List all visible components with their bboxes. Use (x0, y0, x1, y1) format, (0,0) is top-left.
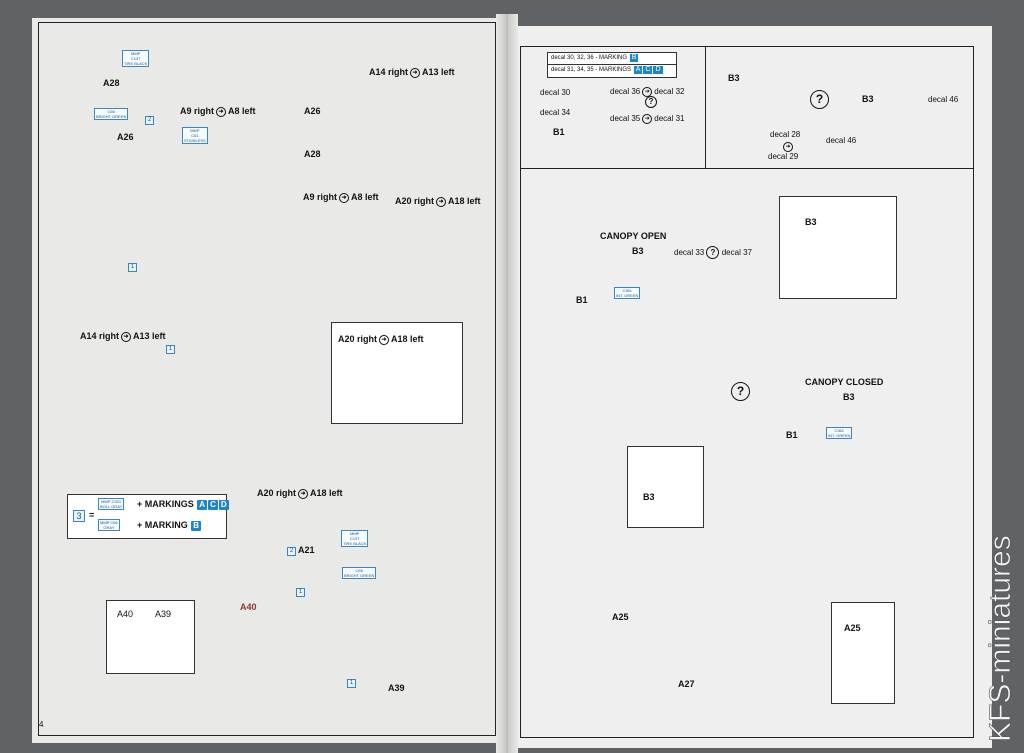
label-decal33-37: decal 33 ? decal 37 (674, 246, 752, 259)
question-icon-1: ? (810, 90, 829, 109)
label-a40-box: A40 (117, 609, 134, 619)
label-b1-decal: B1 (553, 127, 565, 137)
label-b3-detail: B3 (805, 217, 817, 227)
label-a14-a13-step2: A14 right➜A13 left (80, 331, 166, 342)
rotate-icon: ➜ (379, 334, 390, 345)
detail-b3-small-box: B3 (627, 446, 704, 528)
label-decal46-b: decal 46 (826, 136, 857, 145)
binding-gutter (496, 14, 518, 753)
rotate-icon: ➜ (783, 142, 793, 152)
detail-a25-box: A25 (831, 602, 895, 704)
step3-detail-box: A40 A39 (106, 600, 195, 674)
question-icon-inline: ? (706, 246, 720, 259)
right-divider-v (705, 46, 707, 169)
label-a39: A39 (388, 683, 405, 693)
label-b3-closed: B3 (843, 392, 855, 402)
label-a27: A27 (678, 679, 695, 689)
label-b1-closed: B1 (786, 430, 798, 440)
label-a40: A40 (240, 602, 257, 612)
left-page-frame (38, 22, 496, 736)
label-decal35: decal 35➜decal 31 (610, 114, 685, 124)
label-decal29: decal 29 (768, 152, 799, 161)
legend-eq: = (89, 510, 95, 520)
label-a9-a8: A9 right➜A8 left (180, 106, 256, 117)
label-b3-open: B3 (632, 246, 644, 256)
rotate-icon: ➜ (642, 114, 653, 124)
rotate-icon: ➜ (339, 192, 350, 203)
label-a39-box: A39 (155, 609, 172, 619)
question-icon-2: ? (731, 382, 750, 401)
kfs-watermark: KFS-miniatures (984, 535, 1018, 742)
label-a28: A28 (103, 78, 120, 88)
canopy-closed-title: CANOPY CLOSED (805, 377, 884, 387)
step-number-1-step2: 1 (166, 345, 175, 354)
rotate-icon: ➜ (436, 196, 447, 207)
label-a25: A25 (612, 612, 629, 622)
rotate-icon: ➜ (410, 67, 421, 78)
step2-detail-box: A20 right➜A18 left (331, 322, 463, 424)
label-a20-a18-detail: A20 right➜A18 left (395, 196, 481, 207)
page-number: 4 (39, 720, 44, 729)
label-a20-a18-step2: A20 right➜A18 left (257, 488, 343, 499)
step-number-1: 1 (128, 263, 137, 272)
detail-b3-box: B3 (779, 196, 897, 299)
label-decal36: decal 36➜decal 32 (610, 87, 685, 97)
label-decal28: decal 28 (770, 130, 801, 139)
rotate-icon: ➜ (121, 331, 132, 342)
rotate-icon: ➜ (216, 106, 227, 117)
decal-header: decal 30, 32, 36 - MARKING B decal 31, 3… (547, 52, 677, 78)
label-a26-detail: A26 (304, 106, 321, 116)
right-page-frame (520, 46, 974, 738)
label-a28-detail: A28 (304, 149, 321, 159)
step-number-1a-step3: 1 (296, 588, 305, 597)
legend-marking-b: + MARKING B (137, 520, 202, 531)
label-a9-a8-detail: A9 right➜A8 left (303, 192, 379, 203)
label-decal34: decal 34 (540, 108, 571, 117)
step-number-2-step3: 2 (287, 547, 296, 556)
label-a21: A21 (298, 545, 315, 555)
label-b3-small: B3 (643, 492, 655, 502)
label-a20-a18-box: A20 right➜A18 left (338, 334, 424, 345)
label-a25-detail: A25 (844, 623, 861, 633)
label-decal30: decal 30 (540, 88, 571, 97)
question-icon-small: ? (645, 96, 657, 108)
label-b1-open: B1 (576, 295, 588, 305)
label-decal46-a: decal 46 (928, 95, 959, 104)
label-a14-a13: A14 right➜A13 left (369, 67, 455, 78)
rotate-icon: ➜ (298, 488, 309, 499)
label-b3-a: B3 (728, 73, 740, 83)
decal-header-line1: decal 30, 32, 36 - MARKING B (551, 54, 639, 62)
step-number-2: 2 (145, 116, 154, 125)
svg-text:KFS-miniatures: KFS-miniatures (984, 535, 1017, 742)
label-a26: A26 (117, 132, 134, 142)
label-b3-b: B3 (862, 94, 874, 104)
right-divider-h (520, 168, 973, 170)
step-number-1b-step3: 1 (347, 679, 356, 688)
legend-number: 3 (73, 510, 85, 522)
canopy-open-title: CANOPY OPEN (600, 231, 667, 241)
